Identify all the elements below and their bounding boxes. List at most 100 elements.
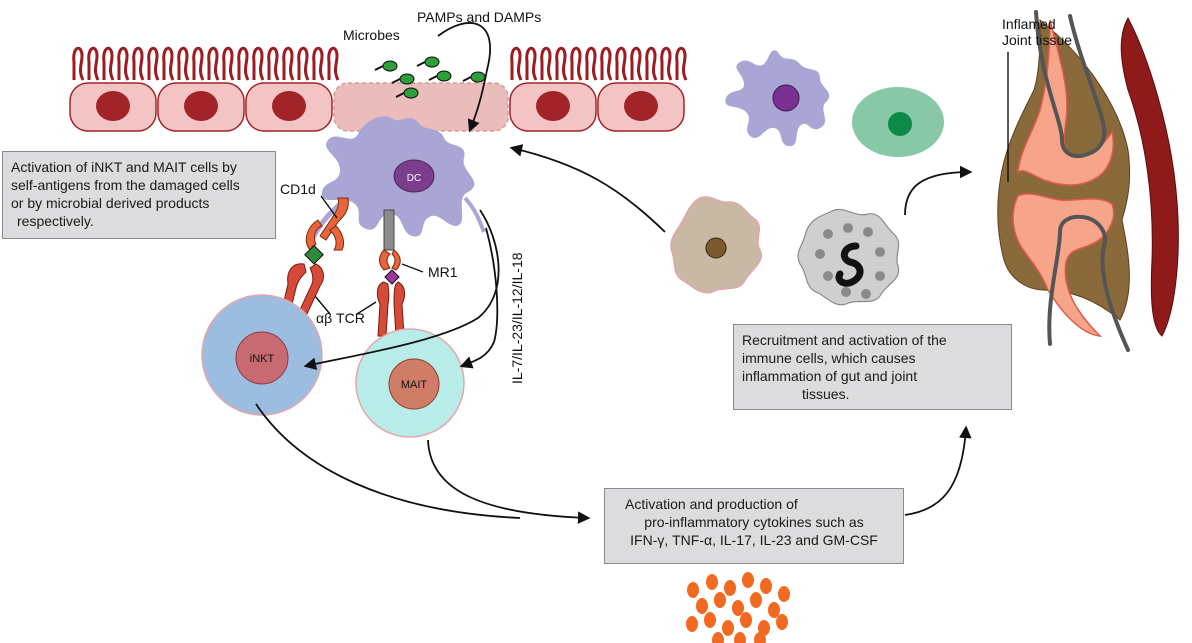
dendritic-cell bbox=[321, 116, 475, 237]
villus bbox=[132, 46, 145, 81]
villus bbox=[312, 46, 325, 81]
recruitment-line: inflammation of gut and joint bbox=[742, 368, 918, 384]
activation-line: Activation of iNKT and MAIT cells by bbox=[11, 159, 237, 175]
villus bbox=[297, 46, 310, 81]
mait-tcr bbox=[376, 281, 406, 337]
mait-cell bbox=[355, 328, 465, 438]
cytokine-particle bbox=[732, 600, 744, 616]
mr1-label: MR1 bbox=[428, 264, 458, 280]
villus bbox=[510, 46, 523, 81]
upper-bone bbox=[1017, 19, 1114, 186]
immune-to-dc-arrow bbox=[509, 144, 666, 233]
villus bbox=[282, 46, 295, 81]
villus bbox=[267, 46, 280, 81]
microbe bbox=[462, 71, 486, 83]
villus bbox=[555, 46, 568, 81]
epithelial-villi bbox=[72, 46, 688, 81]
microbe bbox=[395, 87, 419, 99]
mr1-receptor bbox=[379, 209, 401, 271]
lipid-antigen bbox=[304, 244, 324, 265]
villus bbox=[585, 46, 598, 81]
villus bbox=[252, 46, 265, 81]
villus bbox=[87, 46, 100, 81]
cd1d-receptor bbox=[305, 197, 349, 251]
cytokines-to-recruitment-arrow bbox=[904, 425, 972, 516]
nucleus bbox=[272, 91, 306, 121]
inflamed-joint-label-line: Joint tissue bbox=[1002, 32, 1073, 48]
cytokine-particle bbox=[778, 586, 790, 602]
cytokine-particle bbox=[724, 580, 736, 596]
inkt-cell bbox=[201, 294, 323, 416]
cytokine-particle bbox=[704, 612, 716, 628]
lower-bone bbox=[1012, 193, 1115, 337]
inkt-to-cytokines-arrow bbox=[255, 403, 521, 519]
microbes-group bbox=[374, 56, 486, 99]
cytokine-particle bbox=[750, 592, 762, 608]
microbe bbox=[416, 56, 440, 68]
villus bbox=[600, 46, 613, 81]
villus bbox=[327, 46, 340, 81]
villus bbox=[570, 46, 583, 81]
cytokines-line: pro-inflammatory cytokines such as bbox=[644, 514, 864, 530]
recruited-neutrophil bbox=[797, 208, 900, 306]
nucleus bbox=[96, 91, 130, 121]
joint-muscle bbox=[1120, 16, 1179, 337]
villus bbox=[162, 46, 175, 81]
villus bbox=[237, 46, 250, 81]
villus bbox=[192, 46, 205, 81]
activation-line: self-antigens from the damaged cells bbox=[11, 177, 240, 193]
dc-to-inkt-arrow bbox=[303, 209, 500, 370]
cytokine-particle bbox=[686, 616, 698, 632]
villus bbox=[102, 46, 115, 81]
dc-to-mait-arrow bbox=[459, 227, 499, 369]
cytokines-line: IFN-γ, TNF-α, IL-17, IL-23 and GM-CSF bbox=[630, 532, 878, 548]
recruited-macrophage bbox=[670, 196, 763, 294]
villus bbox=[177, 46, 190, 81]
recruitment-line: Recruitment and activation of the bbox=[742, 332, 947, 348]
cytokine-particle bbox=[687, 582, 699, 598]
cytokine-particle bbox=[768, 602, 780, 618]
cytokine-particle bbox=[740, 612, 752, 628]
villus bbox=[645, 46, 658, 81]
recruitment-line: tissues. bbox=[802, 386, 850, 402]
villus bbox=[117, 46, 130, 81]
immune-to-joint-arrow bbox=[904, 165, 973, 216]
activation-box: Activation of iNKT and MAIT cells by sel… bbox=[2, 151, 276, 239]
cytokine-particles bbox=[686, 572, 790, 643]
villus bbox=[525, 46, 538, 81]
villus bbox=[222, 46, 235, 81]
cytokines-line: Activation and production of bbox=[625, 496, 798, 512]
dc-tendril bbox=[463, 196, 486, 233]
cytokine-particle bbox=[754, 632, 766, 643]
cytokine-particle bbox=[696, 598, 708, 614]
cytokine-particle bbox=[760, 578, 772, 594]
activation-line: or by microbial derived products bbox=[11, 195, 210, 211]
cd1d-leader bbox=[320, 195, 338, 219]
inflamed-joint bbox=[997, 10, 1179, 352]
cytokines-box: Activation and production of pro-inflamm… bbox=[604, 488, 904, 564]
microbe bbox=[428, 70, 452, 82]
villus bbox=[615, 46, 628, 81]
nucleus bbox=[624, 91, 658, 121]
villus bbox=[660, 46, 673, 81]
tcr-leader bbox=[356, 301, 377, 315]
cytokine-particle bbox=[742, 572, 754, 588]
inkt-label: iNKT bbox=[250, 353, 275, 365]
epithelial-layer bbox=[69, 82, 685, 132]
recruitment-line: immune cells, which causes bbox=[742, 350, 916, 366]
cytokine-particle bbox=[712, 632, 724, 643]
bone-outline bbox=[1034, 10, 1107, 159]
cytokine-axis-label: IL-7/IL-23/IL-12/IL-18 bbox=[509, 252, 525, 384]
villus bbox=[72, 46, 85, 81]
nucleus bbox=[184, 91, 218, 121]
mait-label: MAIT bbox=[401, 379, 428, 391]
recruitment-box: Recruitment and activation of the immune… bbox=[733, 324, 1012, 410]
dc-nucleus bbox=[393, 159, 435, 193]
cytokine-particle bbox=[734, 632, 746, 643]
mr1-leader bbox=[401, 263, 424, 273]
villus bbox=[630, 46, 643, 81]
bone-outline bbox=[1047, 214, 1130, 352]
villus bbox=[675, 46, 688, 81]
microbes-label: Microbes bbox=[343, 27, 400, 43]
cd1d-label: CD1d bbox=[280, 181, 316, 197]
